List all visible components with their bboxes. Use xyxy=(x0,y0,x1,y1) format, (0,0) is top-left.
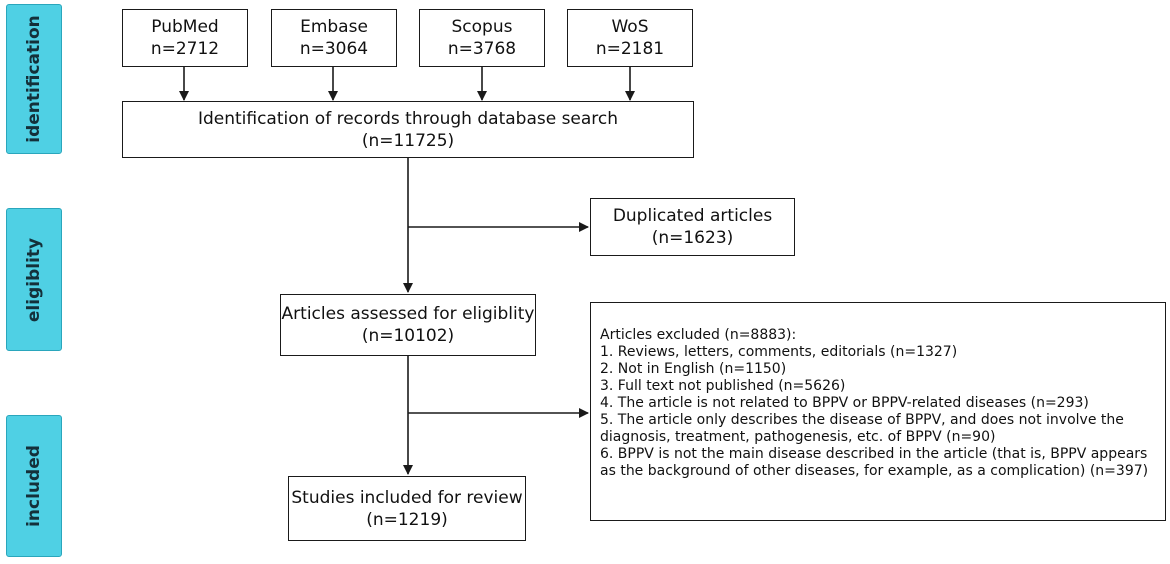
excluded-line: 4. The article is not related to BPPV or… xyxy=(600,395,1089,411)
source-name: PubMed xyxy=(151,17,219,37)
source-box-scopus: Scopus n=3768 xyxy=(419,9,545,67)
excluded-line: 5. The article only describes the diseas… xyxy=(600,412,1124,428)
duplicates-label: Duplicated articles xyxy=(612,206,773,226)
excluded-line: 1. Reviews, letters, comments, editorial… xyxy=(600,344,958,360)
duplicates-box: Duplicated articles (n=1623) xyxy=(590,198,795,256)
excluded-line: 2. Not in English (n=1150) xyxy=(600,361,787,377)
included-label: Studies included for review xyxy=(291,487,523,508)
source-name: WoS xyxy=(611,17,649,37)
identified-records-box: Identification of records through databa… xyxy=(122,101,694,158)
source-box-embase: Embase n=3064 xyxy=(271,9,397,67)
source-count: n=3768 xyxy=(447,39,517,59)
phase-identification: identification xyxy=(6,4,62,154)
excluded-line: 6. BPPV is not the main disease describe… xyxy=(600,446,1148,462)
included-box: Studies included for review (n=1219) xyxy=(288,476,526,541)
excluded-title: Articles excluded (n=8883): xyxy=(600,327,797,343)
assessed-label: Articles assessed for eligiblity xyxy=(281,304,535,324)
identified-label: Identification of records through databa… xyxy=(197,108,619,129)
assessed-box: Articles assessed for eligiblity (n=1010… xyxy=(280,294,536,356)
source-box-pubmed: PubMed n=2712 xyxy=(122,9,248,67)
source-count: n=2712 xyxy=(150,39,220,59)
source-name: Scopus xyxy=(451,17,513,37)
identified-count: (n=11725) xyxy=(361,130,455,151)
source-count: n=2181 xyxy=(595,39,665,59)
source-count: n=3064 xyxy=(299,39,369,59)
phase-included: included xyxy=(6,415,62,557)
excluded-line: diagnosis, treatment, pathogenesis, etc.… xyxy=(600,429,996,445)
source-name: Embase xyxy=(300,17,368,37)
phase-eligibility: eligiblity xyxy=(6,208,62,351)
assessed-count: (n=10102) xyxy=(361,326,455,346)
duplicates-count: (n=1623) xyxy=(651,228,734,248)
excluded-line: 3. Full text not published (n=5626) xyxy=(600,378,846,394)
included-count: (n=1219) xyxy=(366,509,448,530)
source-box-wos: WoS n=2181 xyxy=(567,9,693,67)
excluded-line: as the background of other diseases, for… xyxy=(600,463,1149,479)
excluded-box: Articles excluded (n=8883): 1. Reviews, … xyxy=(590,302,1166,521)
